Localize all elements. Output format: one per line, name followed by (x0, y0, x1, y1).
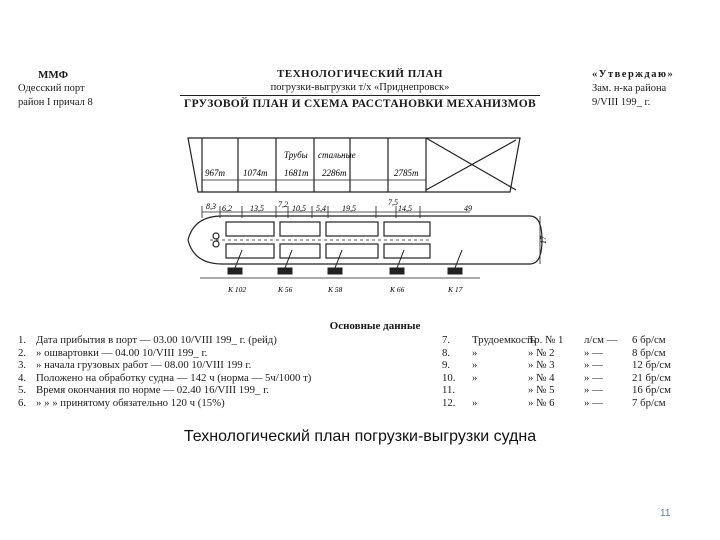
list-item: 2.» ошвартовки — 04.00 10/VIII 199_ г. (18, 346, 208, 359)
list-item: 4.Положено на обработку судна — 142 ч (н… (18, 371, 312, 384)
list-item: 9.»» № 3» —12 бр/см (442, 359, 672, 372)
cargo-cell-6: 2286т (322, 168, 347, 178)
list-item: 11.» № 5» —16 бр/см (442, 384, 672, 397)
list-item: 5.Время окончания по норме — 02.40 16/VI… (18, 384, 269, 397)
header-right: «Утверждаю» Зам. н-ка района 9/VIII 199_… (592, 68, 720, 110)
plan-title: ГРУЗОВОЙ ПЛАН И СХЕМА РАССТАНОВКИ МЕХАНИ… (180, 95, 540, 110)
list-item: 10.»» № 4» —21 бр/см (442, 371, 672, 384)
approve-role: Зам. н-ка района (592, 83, 667, 94)
dim-6: 5,4 (316, 204, 326, 213)
cargo-cell-4: 1681т (284, 168, 309, 178)
cargo-cell-7: 2785т (394, 168, 419, 178)
list-item: 6.» » » принятому обязательно 120 ч (15%… (18, 396, 225, 409)
header-center: ТЕХНОЛОГИЧЕСКИЙ ПЛАН погрузки-выгрузки т… (180, 68, 540, 110)
doc-title: ТЕХНОЛОГИЧЕСКИЙ ПЛАН (277, 68, 443, 80)
dim-8: 7,5 (388, 198, 398, 207)
crane-label-4: К 66 (389, 285, 405, 294)
dim-4: 7,2 (278, 200, 288, 209)
doc-subtitle: погрузки-выгрузки т/х «Приднепровск» (270, 82, 450, 93)
cargo-cell-1: 967т (205, 168, 226, 178)
dim-9: 14,5 (398, 204, 412, 213)
main-data-left: 1.Дата прибытия в порт — 03.00 10/VIII 1… (18, 334, 438, 410)
cargo-cell-2: 1074т (243, 168, 268, 178)
dim-3: 13,5 (250, 204, 264, 213)
cargo-plan-drawing: 967т 1074т Трубы 1681т стальные 2286т 27… (187, 137, 548, 294)
crane-label-5: К 17 (447, 285, 463, 294)
port-line-2: район I причал 8 (18, 97, 93, 108)
dim-2: 6,2 (222, 204, 232, 213)
list-item: 1.Дата прибытия в порт — 03.00 10/VIII 1… (18, 334, 277, 346)
crane-label-2: К 56 (277, 285, 293, 294)
approve-label: «Утверждаю» (592, 69, 675, 80)
list-item: 3.» начала грузовых работ — 08.00 10/VII… (18, 359, 252, 372)
dim-10: 49 (464, 204, 472, 213)
list-item: 8.»» № 2» —8 бр/см (442, 346, 666, 359)
slide-caption: Технологический план погрузки-выгрузки с… (183, 428, 537, 445)
crane-label-1: К 102 (227, 285, 246, 294)
cranes (200, 249, 480, 279)
page-number: 11 (660, 508, 671, 519)
dim-5: 10,5 (292, 204, 306, 213)
dim-11: 17 (539, 235, 548, 244)
cargo-plan (187, 137, 521, 193)
ship-hull (187, 215, 543, 265)
main-data-title: Основные данные (329, 320, 421, 332)
dim-7: 19,5 (342, 204, 356, 213)
org-label: ММФ (38, 69, 69, 81)
cargo-cell-3: Трубы (284, 150, 308, 160)
approve-date: 9/VIII 199_ г. (592, 97, 651, 108)
dim-1: 8,3 (206, 202, 216, 211)
header-left: ММФ Одесский порт район I причал 8 (18, 68, 93, 110)
list-item: 12.»» № 6» —7 бр/см (442, 396, 666, 409)
cargo-cell-5: стальные (318, 150, 356, 160)
port-line-1: Одесский порт (18, 83, 85, 94)
crane-label-3: К 58 (327, 285, 343, 294)
